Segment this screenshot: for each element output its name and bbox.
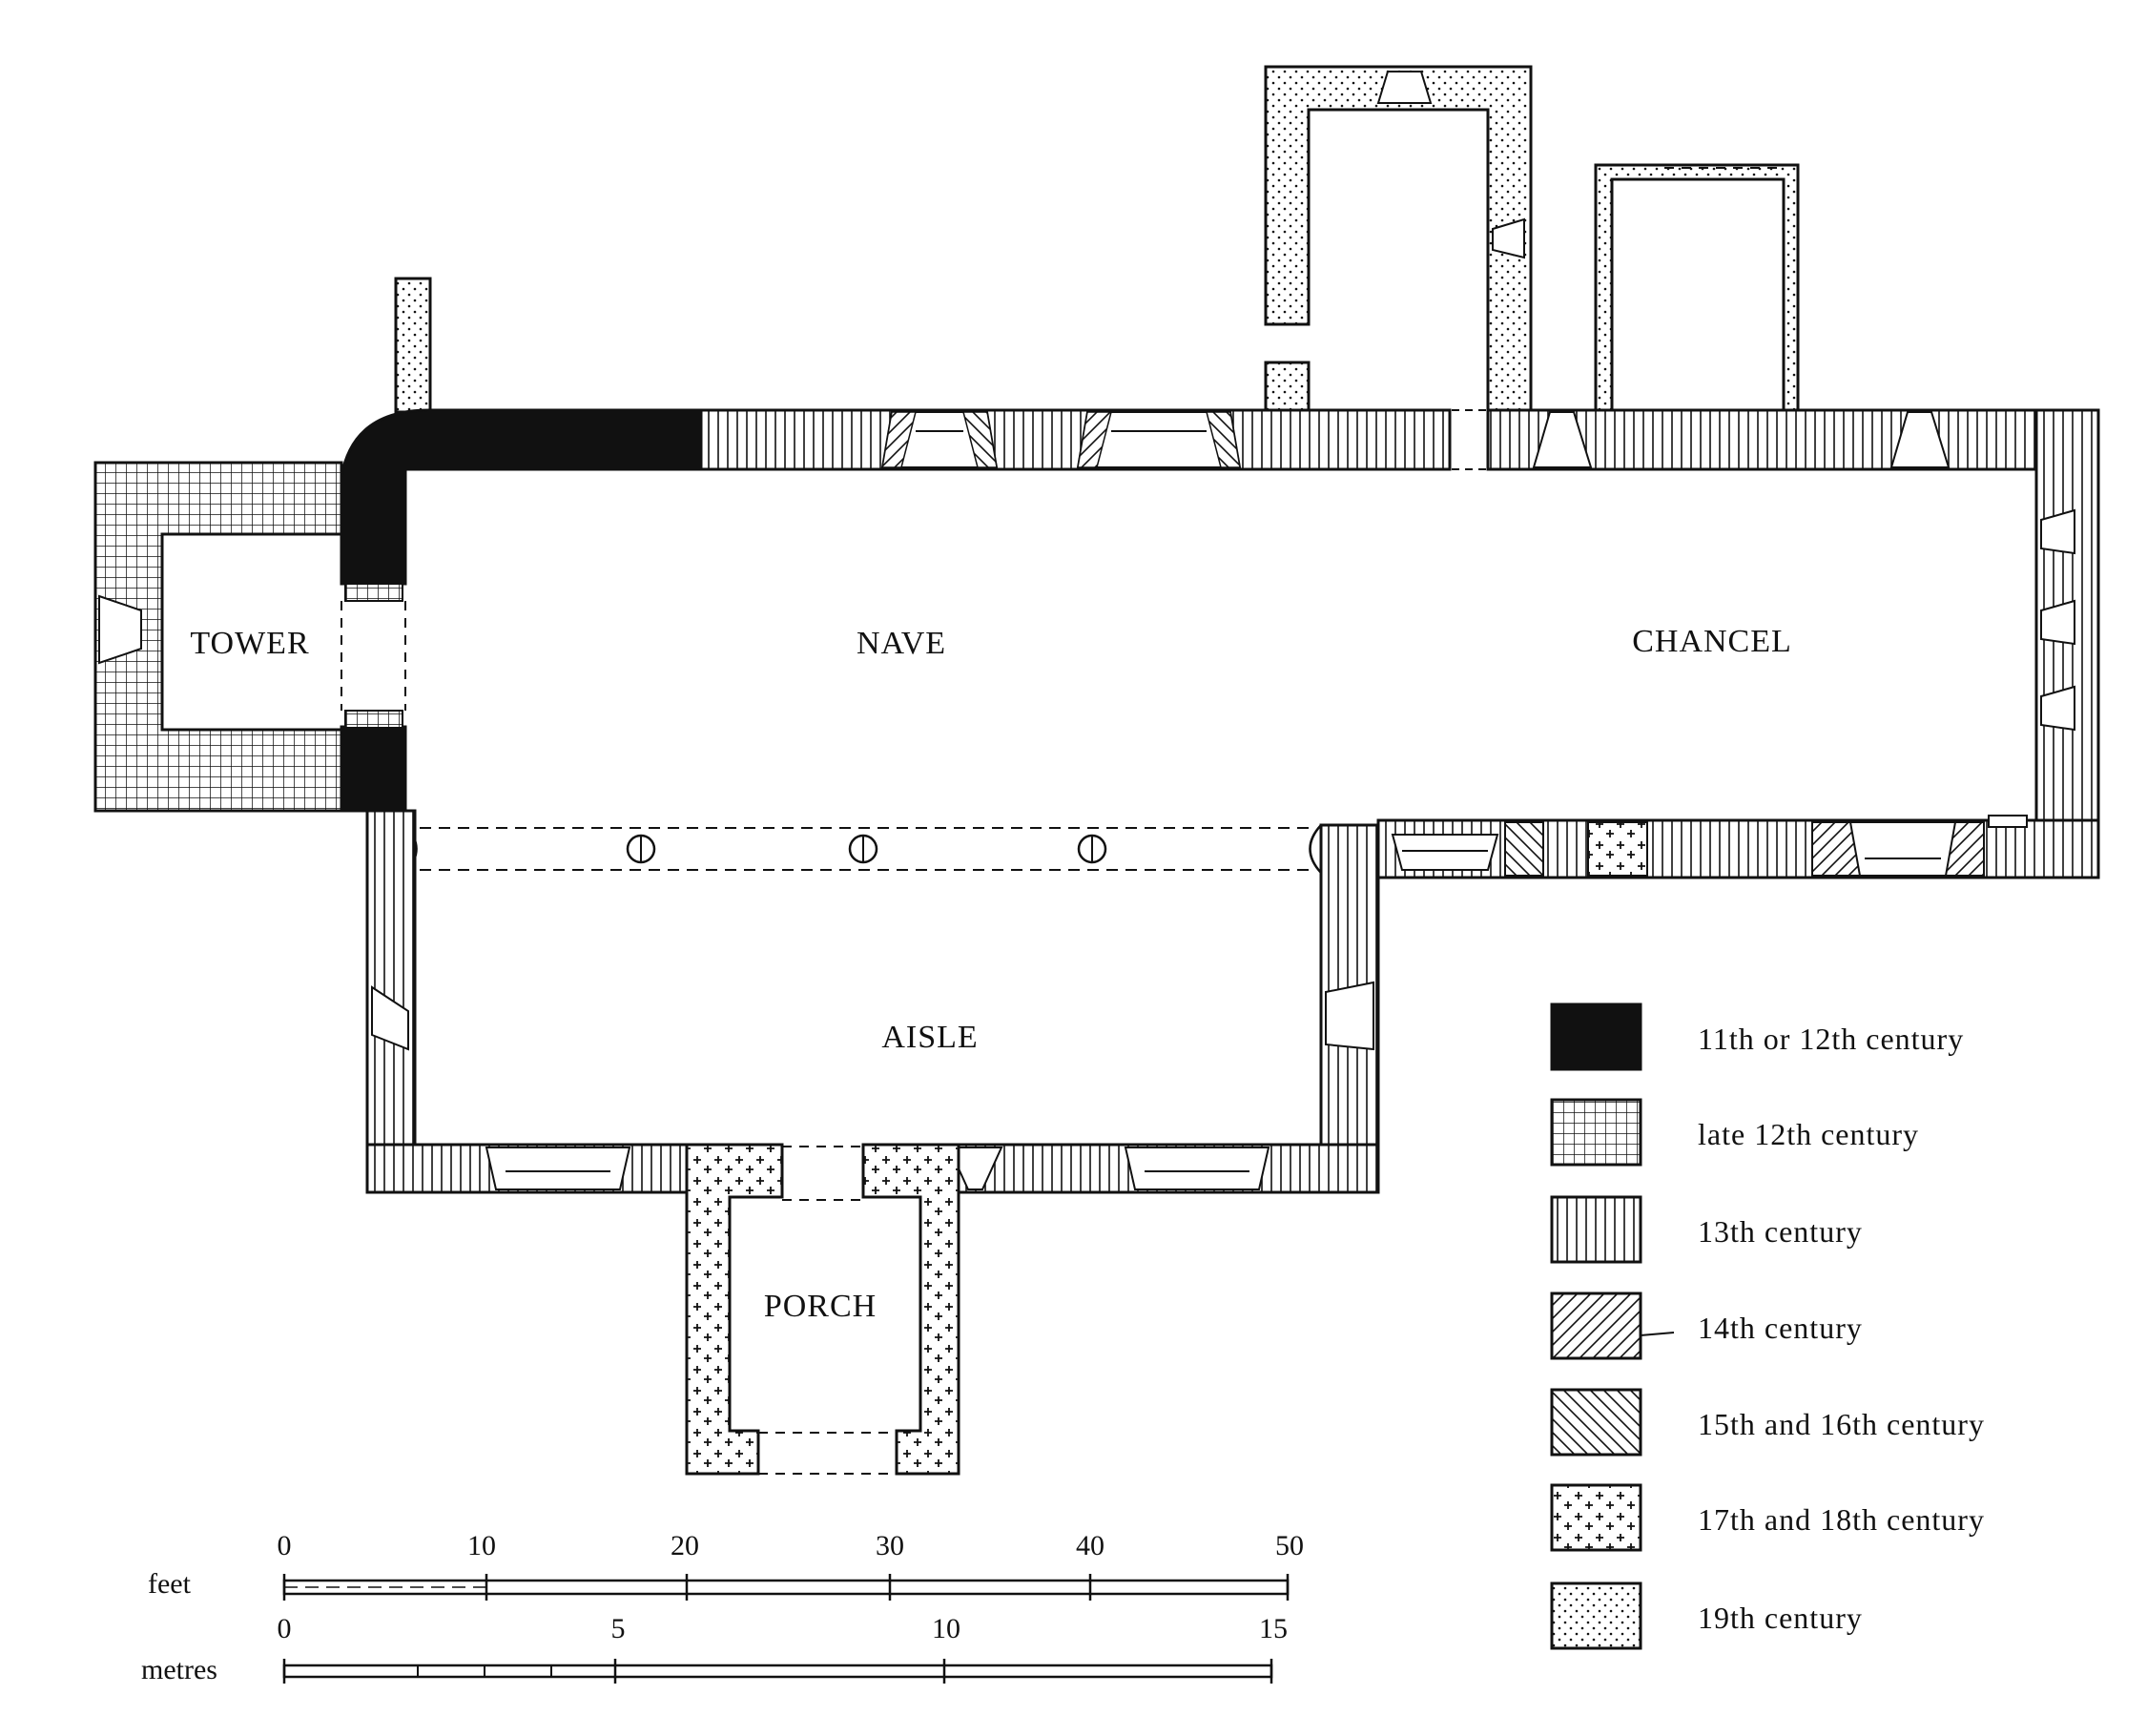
scale-feet-tick: 0 xyxy=(278,1530,292,1561)
legend-swatch-black xyxy=(1550,1002,1642,1071)
north-wall xyxy=(699,405,2081,474)
legend-leader-line xyxy=(1640,1332,1675,1336)
legend-label: 15th and 16th century xyxy=(1698,1407,1985,1441)
early-walls-11th-12th-century xyxy=(340,408,703,813)
scale-metres-label: metres xyxy=(141,1654,217,1685)
legend-label: 11th or 12th century xyxy=(1698,1022,1964,1056)
legend-swatch-crosses xyxy=(1550,1483,1642,1552)
room-label-aisle: AISLE xyxy=(881,1020,978,1055)
legend: 11th or 12th century late 12th century 1… xyxy=(1550,1002,1985,1650)
north-chapel-19th-century xyxy=(1594,163,1800,414)
legend-label: 13th century xyxy=(1698,1214,1863,1249)
legend-label: late 12th century xyxy=(1698,1117,1919,1151)
buttress-19th-century xyxy=(394,277,432,414)
legend-label: 17th and 18th century xyxy=(1698,1502,1985,1537)
vestry-19th-century xyxy=(1264,65,1533,417)
scale-metre-tick: 5 xyxy=(611,1613,626,1644)
arcade xyxy=(404,824,1322,874)
legend-swatch-dots xyxy=(1550,1581,1642,1650)
legend-swatch-grid xyxy=(1550,1098,1642,1167)
scale-feet-tick: 20 xyxy=(671,1530,699,1561)
legend-label: 19th century xyxy=(1698,1601,1863,1635)
porch-walls-17th-18th-century xyxy=(685,1143,960,1476)
scale-metre-tick: 15 xyxy=(1259,1613,1288,1644)
tower-walls-late-12th-century xyxy=(93,461,406,813)
legend-swatch-diagonal-back xyxy=(1550,1388,1642,1457)
legend-label: 14th century xyxy=(1698,1311,1863,1345)
scale-feet-tick: 10 xyxy=(467,1530,496,1561)
chancel-walls xyxy=(1376,408,2100,879)
scale-feet-tick: 30 xyxy=(876,1530,904,1561)
scale-feet-tick: 50 xyxy=(1275,1530,1304,1561)
room-label-nave: NAVE xyxy=(857,626,946,661)
aisle-walls xyxy=(365,809,1380,1201)
scale-feet-tick: 40 xyxy=(1076,1530,1104,1561)
room-label-chancel: CHANCEL xyxy=(1632,624,1792,659)
room-label-tower: TOWER xyxy=(190,626,309,661)
room-label-porch: PORCH xyxy=(764,1289,877,1324)
legend-swatch-vertical xyxy=(1550,1195,1642,1264)
scale-metre-tick: 10 xyxy=(932,1613,960,1644)
scale-metre-tick: 0 xyxy=(278,1613,292,1644)
scale-bar: feet metres 0 10 20 30 40 50 0 5 10 15 xyxy=(141,1530,1304,1685)
legend-swatch-diagonal-forward xyxy=(1550,1292,1642,1360)
scale-feet-label: feet xyxy=(148,1568,192,1600)
